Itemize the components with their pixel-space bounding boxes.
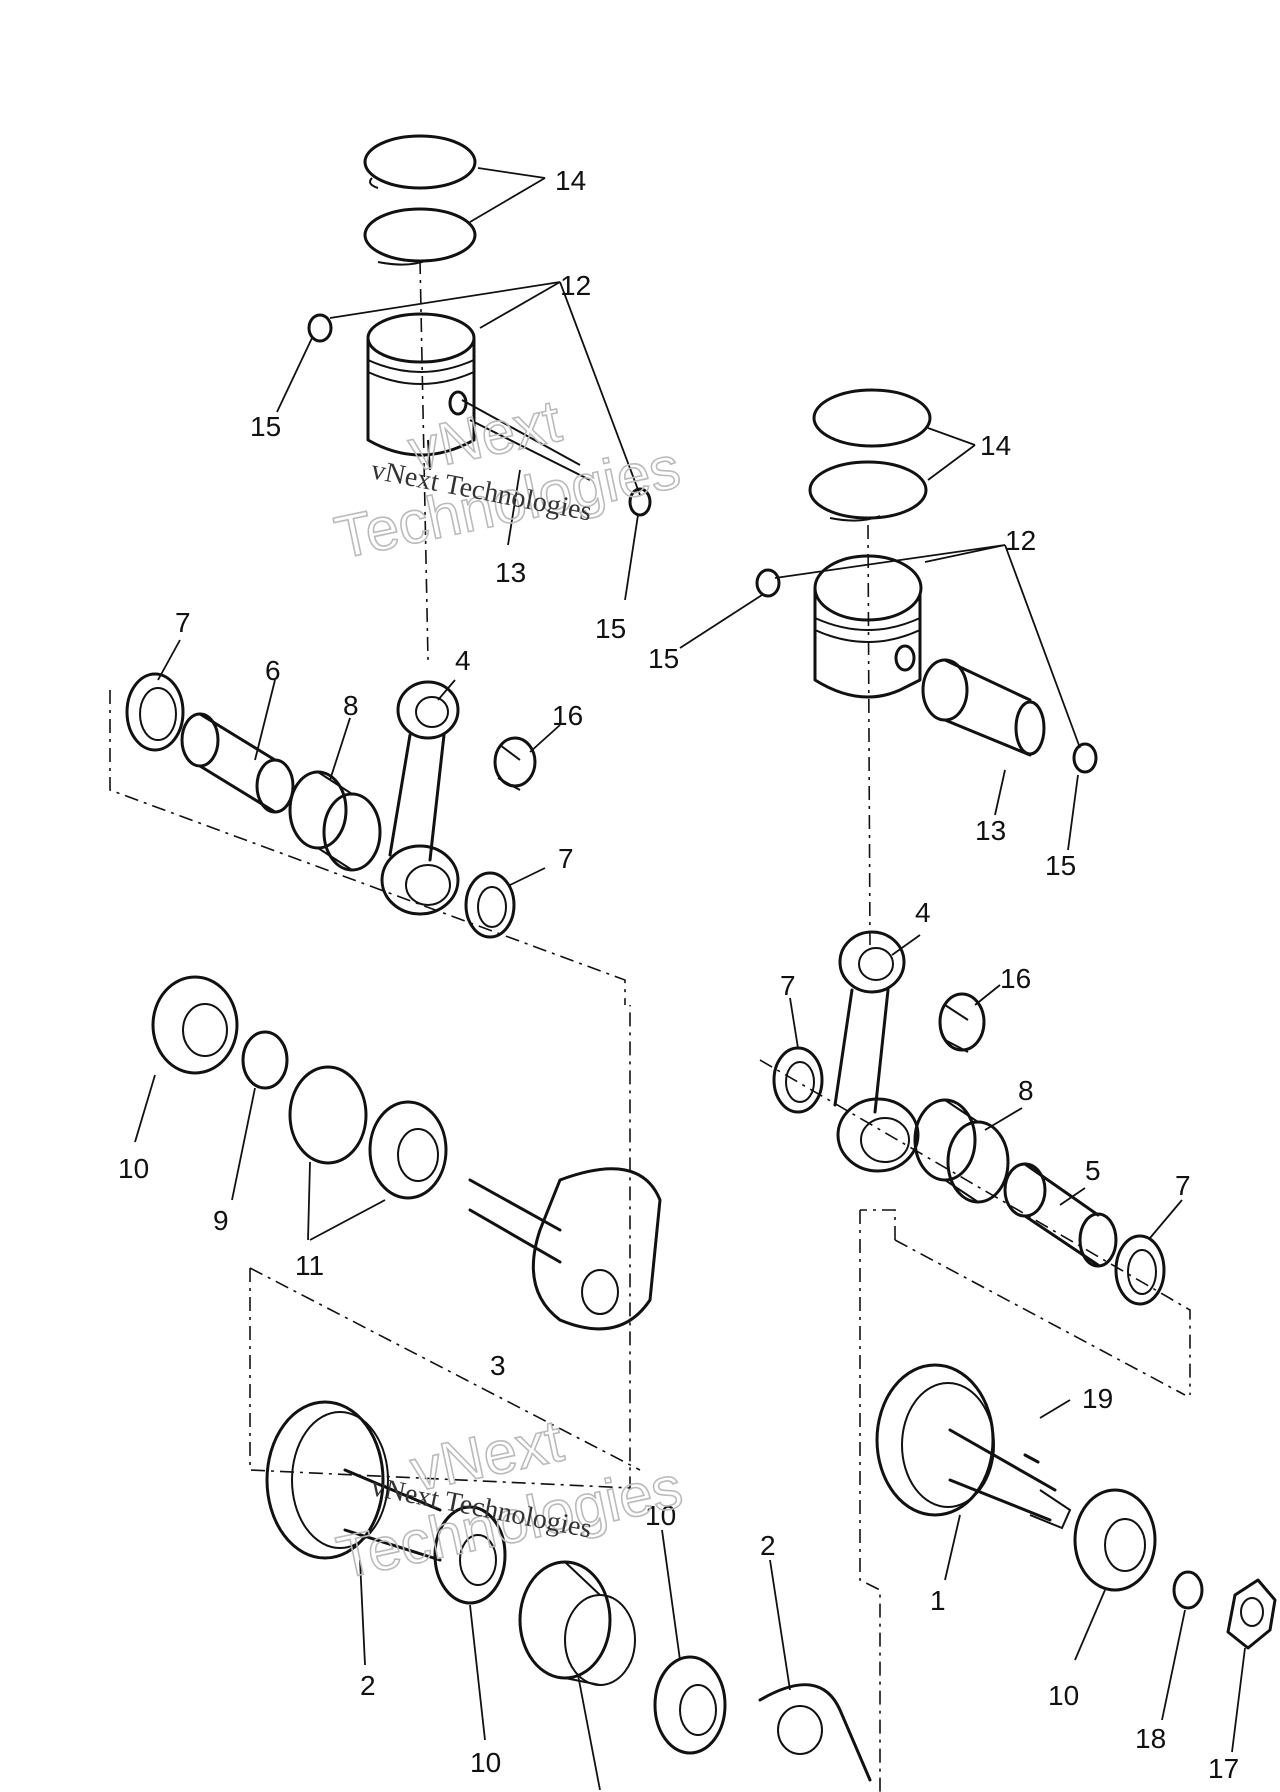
callout-2-bottom-center: 2	[760, 1530, 776, 1561]
left-connecting-rod-4	[380, 680, 460, 916]
callout-12-right: 12	[1005, 525, 1036, 556]
left-piston-rings	[363, 134, 477, 266]
right-circlip-15-upper	[755, 568, 781, 598]
left-needle-bearing-8	[288, 770, 382, 872]
callout-19: 19	[1082, 1383, 1113, 1414]
callout-15-left-lower: 15	[595, 613, 626, 644]
bottom-leaders	[359, 1210, 881, 1792]
callout-2-bottom-left: 2	[360, 1670, 376, 1701]
right-needle-bearing-8	[913, 1098, 1010, 1204]
right-crank-web-1	[875, 1363, 1072, 1530]
right-thrust-washer-7-left	[772, 1046, 824, 1114]
right-wrist-pin-13	[921, 658, 1046, 757]
callout-10-left: 10	[118, 1153, 149, 1184]
bottom-bearing-10-b	[653, 1655, 727, 1755]
callout-15-right-upper: 15	[648, 643, 679, 674]
callout-4-right: 4	[915, 897, 931, 928]
callout-16-right: 16	[1000, 963, 1031, 994]
right-thrust-washer-7-right	[1114, 1234, 1166, 1306]
callout-8-right: 8	[1018, 1075, 1034, 1106]
callout-4-left: 4	[455, 645, 471, 676]
left-rod-leaders	[109, 639, 626, 1005]
callout-18: 18	[1135, 1723, 1166, 1754]
callout-5: 5	[1085, 1155, 1101, 1186]
callout-10-right: 10	[1048, 1680, 1079, 1711]
right-piston-rings	[808, 388, 932, 522]
bottom-crank-web-2	[758, 1683, 872, 1782]
right-washer-18	[1172, 1570, 1204, 1610]
callout-15-left-upper: 15	[250, 411, 281, 442]
callout-11: 11	[295, 1250, 324, 1281]
callout-14-right: 14	[980, 430, 1011, 461]
callout-15-right-lower: 15	[1045, 850, 1076, 881]
callout-16-left: 16	[552, 700, 583, 731]
bottom-bearing-10-a	[433, 1505, 507, 1605]
callout-6: 6	[265, 655, 281, 686]
right-small-end-bearing-16	[938, 992, 986, 1053]
left-circlip-15-upper	[307, 313, 333, 343]
left-snap-ring-11	[288, 1065, 368, 1165]
right-connecting-rod-4	[833, 930, 920, 1173]
callout-9: 9	[213, 1205, 229, 1236]
left-crank-leaders	[134, 1005, 641, 1489]
right-crank-pin-5	[1003, 1162, 1118, 1268]
right-nut-17	[1226, 1578, 1277, 1650]
right-crank-leaders	[860, 1209, 1246, 1753]
callout-7-left-top: 7	[175, 607, 191, 638]
callout-10-bottom-left: 10	[470, 1747, 501, 1778]
bottom-center-seal	[518, 1560, 636, 1686]
left-main-bearing-10	[151, 975, 239, 1075]
left-crank-pin-6	[180, 712, 295, 814]
callout-8-left: 8	[343, 690, 359, 721]
callout-13-right: 13	[975, 815, 1006, 846]
left-thrust-washer-7-bottom	[464, 871, 516, 939]
left-crank-web-3	[468, 1167, 662, 1331]
left-small-end-bearing-16	[493, 736, 537, 791]
callout-3: 3	[490, 1350, 506, 1381]
callout-14-left: 14	[555, 165, 586, 196]
callout-7-left-bottom: 7	[558, 843, 574, 874]
callout-7-right-right: 7	[1175, 1170, 1191, 1201]
left-piston-leaders	[276, 167, 641, 661]
callout-13-left: 13	[495, 557, 526, 588]
left-shim-9	[241, 1030, 289, 1090]
left-bearing-11	[368, 1100, 448, 1200]
right-main-bearing-10	[1073, 1488, 1157, 1592]
bottom-flywheel-2	[265, 1400, 442, 1562]
callout-1: 1	[930, 1585, 946, 1616]
callout-10-bottom-center: 10	[645, 1500, 676, 1531]
right-circlip-15-lower	[1072, 742, 1098, 774]
left-thrust-washer-7-top	[125, 672, 185, 752]
callout-17: 17	[1208, 1753, 1239, 1784]
right-rod-leaders	[759, 934, 1191, 1396]
right-piston-leaders	[679, 427, 1081, 951]
right-key-19	[1023, 1453, 1040, 1464]
callout-7-right-left: 7	[780, 970, 796, 1001]
watermark-upper: vNext Technologies	[328, 386, 686, 572]
left-circlip-15-lower	[628, 487, 652, 517]
left-wrist-pin-13	[461, 399, 591, 481]
callout-12-left: 12	[560, 270, 591, 301]
